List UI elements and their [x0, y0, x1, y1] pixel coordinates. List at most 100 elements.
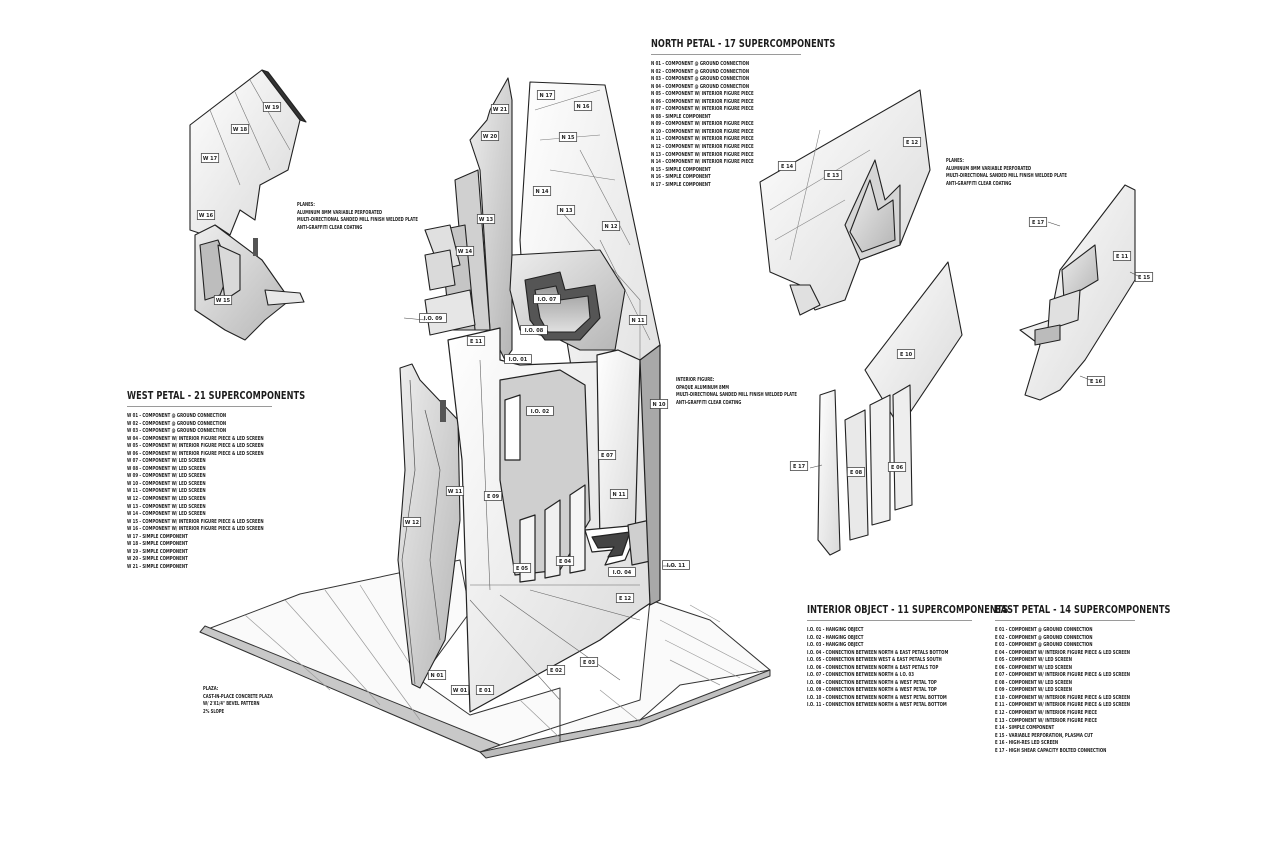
legend-item: W 15 - COMPONENT W/ INTERIOR FIGURE PIEC…	[127, 518, 264, 525]
legend-item: N 08 - SIMPLE COMPONENT	[651, 113, 711, 120]
component-tag-label: E 05	[516, 566, 529, 572]
component-tag-label: E 02	[550, 668, 563, 674]
note-line: 2% SLOPE	[203, 708, 225, 715]
component-tag: E 14	[777, 161, 797, 171]
component-tag-label: E 09	[487, 494, 500, 500]
note-line: ALUMINUM 8MM VARIABLE PERFORATED	[946, 165, 1032, 172]
component-tag-label: E 11	[470, 339, 483, 345]
component-tag: N 13	[556, 205, 576, 215]
component-tag-label: N 11	[632, 318, 645, 324]
legend-item: E 02 - COMPONENT @ GROUND CONNECTION	[995, 634, 1093, 641]
component-tag: E 04	[555, 556, 575, 566]
component-tag: E 17	[789, 461, 809, 471]
component-tag-label: E 03	[583, 660, 596, 666]
component-tag-label: N 12	[605, 224, 618, 230]
component-tag-label: N 13	[560, 208, 573, 214]
component-tag: E 07	[597, 450, 617, 460]
legend-east-petal: EAST PETAL - 14 SUPERCOMPONENTS E 01 - C…	[995, 604, 1171, 755]
component-tag-label: I.O. 07	[538, 297, 557, 303]
legend-item: E 13 - COMPONENT W/ INTERIOR FIGURE PIEC…	[995, 717, 1098, 724]
component-tag: N 11	[628, 315, 648, 325]
component-tag: E 17	[1028, 217, 1048, 227]
front-facade	[447, 327, 661, 713]
component-tag-label: E 12	[619, 596, 632, 602]
legend-item: E 01 - COMPONENT @ GROUND CONNECTION	[995, 627, 1093, 633]
legend-item: E 10 - COMPONENT W/ INTERIOR FIGURE PIEC…	[995, 694, 1130, 701]
component-tag: E 11	[1112, 251, 1132, 261]
legend-item: N 12 - COMPONENT W/ INTERIOR FIGURE PIEC…	[651, 144, 754, 151]
legend-item: E 07 - COMPONENT W/ INTERIOR FIGURE PIEC…	[995, 672, 1130, 679]
component-tag: I.O. 02	[526, 406, 554, 416]
legend-divider	[127, 406, 272, 407]
component-tag: W 12	[402, 517, 422, 527]
note-line: PLANES:	[297, 202, 315, 208]
legend-title: NORTH PETAL - 17 SUPERCOMPONENTS	[651, 38, 836, 50]
note-line: CAST-IN-PLACE CONCRETE PLAZA	[203, 693, 273, 700]
component-tag: E 11	[466, 336, 486, 346]
legend-item: N 09 - COMPONENT W/ INTERIOR FIGURE PIEC…	[651, 121, 754, 128]
legend-item: E 06 - COMPONENT W/ LED SCREEN	[995, 664, 1072, 671]
component-tag-label: W 16	[199, 213, 214, 219]
legend-item: N 10 - COMPONENT W/ INTERIOR FIGURE PIEC…	[651, 128, 754, 135]
legend-item: N 17 - SIMPLE COMPONENT	[651, 181, 711, 188]
plaza-slab	[199, 559, 771, 759]
legend-title: EAST PETAL - 14 SUPERCOMPONENTS	[995, 604, 1171, 616]
component-tag: W 16	[196, 210, 216, 220]
legend-item: I.O. 10 - CONNECTION BETWEEN NORTH & WES…	[807, 694, 947, 701]
legend-title: WEST PETAL - 21 SUPERCOMPONENTS	[127, 390, 306, 402]
component-tag-label: E 15	[1138, 275, 1151, 281]
legend-item: W 08 - COMPONENT W/ LED SCREEN	[127, 465, 206, 472]
note-line: PLANES:	[946, 158, 964, 164]
component-tag-label: W 20	[483, 134, 498, 140]
component-tag-label: E 14	[781, 164, 794, 170]
note-line: PLAZA:	[203, 686, 219, 692]
component-tag-label: N 16	[577, 104, 590, 110]
legend-item: I.O. 04 - CONNECTION BETWEEN NORTH & EAS…	[807, 649, 949, 656]
component-tag-label: N 10	[653, 402, 666, 408]
legend-item: W 06 - COMPONENT W/ INTERIOR FIGURE PIEC…	[127, 450, 264, 457]
component-tag-label: I.O. 08	[525, 328, 544, 334]
component-tag-label: E 13	[827, 173, 840, 179]
legend-interior-object: INTERIOR OBJECT - 11 SUPERCOMPONENTS I.O…	[807, 604, 1008, 710]
component-tag-label: W 17	[203, 156, 218, 162]
component-tag-label: E 17	[1032, 220, 1045, 226]
west-petal-assembly	[397, 363, 461, 689]
component-tag-label: W 19	[265, 105, 280, 111]
component-tag: I.O. 11	[662, 560, 690, 570]
legend-divider	[651, 54, 801, 55]
note-line: OPAQUE ALUMINUM 8MM	[676, 384, 730, 391]
legend-divider	[995, 620, 1135, 621]
legend-item: W 21 - SIMPLE COMPONENT	[127, 563, 188, 570]
component-tag: N 10	[649, 399, 669, 409]
legend-item: W 17 - SIMPLE COMPONENT	[127, 533, 188, 540]
component-tag-label: I.O. 02	[531, 409, 550, 415]
legend-item: N 01 - COMPONENT @ GROUND CONNECTION	[651, 61, 750, 67]
legend-west-petal: WEST PETAL - 21 SUPERCOMPONENTS W 01 - C…	[127, 390, 306, 571]
component-tag: E 13	[823, 170, 843, 180]
component-tag: N 16	[573, 101, 593, 111]
component-tag: W 18	[230, 124, 250, 134]
component-tag-label: W 12	[405, 520, 420, 526]
component-tag: E 06	[887, 462, 907, 472]
legend-item: N 11 - COMPONENT W/ INTERIOR FIGURE PIEC…	[651, 136, 754, 143]
component-tag: N 17	[536, 90, 556, 100]
component-tag: W 17	[200, 153, 220, 163]
east-petal-right-exploded	[1019, 184, 1136, 401]
note-line: MULTI-DIRECTIONAL SANDED MILL FINISH WEL…	[946, 173, 1067, 180]
legend-item: E 04 - COMPONENT W/ INTERIOR FIGURE PIEC…	[995, 649, 1130, 656]
component-tag: N 01	[427, 670, 447, 680]
component-tag: E 08	[846, 467, 866, 477]
component-tag-label: N 15	[562, 135, 575, 141]
component-tag-label: W 18	[233, 127, 248, 133]
note-line: ANTI-GRAFFITI CLEAR COATING	[946, 180, 1012, 187]
component-tag: N 15	[558, 132, 578, 142]
legend-item: N 14 - COMPONENT W/ INTERIOR FIGURE PIEC…	[651, 159, 754, 166]
legend-item: E 14 - SIMPLE COMPONENT	[995, 725, 1055, 732]
component-tag: W 21	[490, 104, 510, 114]
component-tag-label: E 04	[559, 559, 572, 565]
component-tag: E 02	[546, 665, 566, 675]
legend-item: W 05 - COMPONENT W/ INTERIOR FIGURE PIEC…	[127, 443, 264, 450]
